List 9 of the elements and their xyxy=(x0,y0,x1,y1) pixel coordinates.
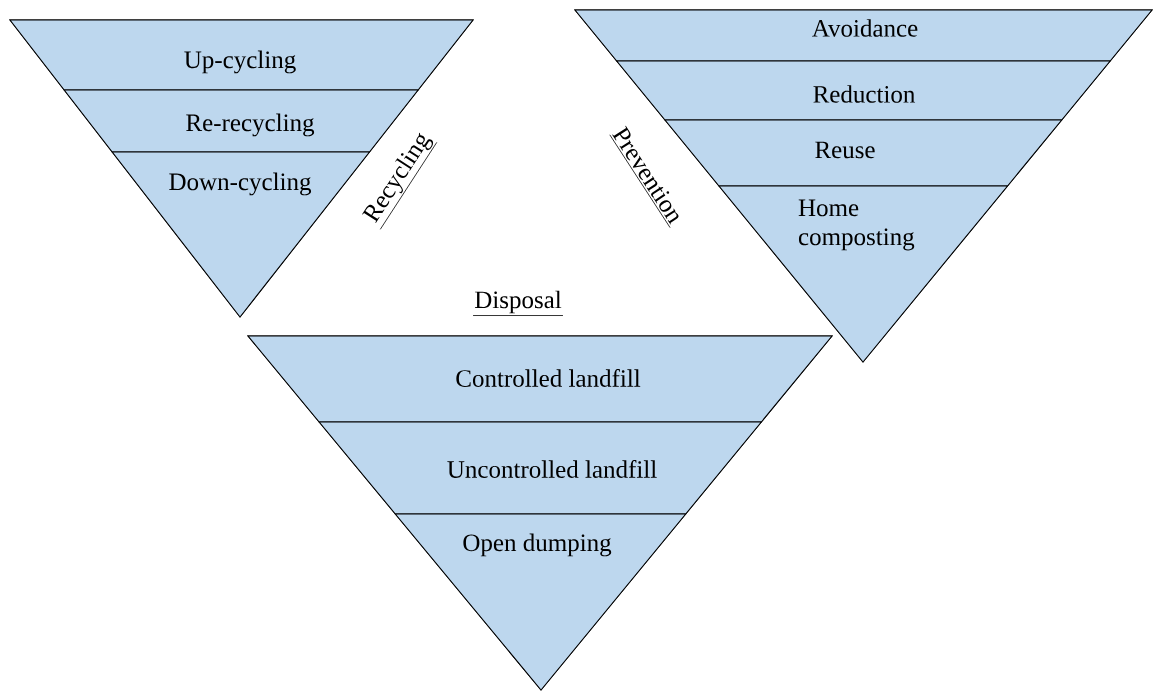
band: Uncontrolled landfill xyxy=(318,421,762,515)
band: Up-cycling xyxy=(9,19,474,91)
band: Reduction xyxy=(616,60,1111,121)
band: Open dumping xyxy=(394,513,687,691)
band: Avoidance xyxy=(574,9,1153,62)
band: Controlled landfill xyxy=(247,335,833,423)
band: Home composting xyxy=(718,185,1008,363)
band: Reuse xyxy=(664,119,1063,187)
node-label: Disposal xyxy=(474,290,562,314)
